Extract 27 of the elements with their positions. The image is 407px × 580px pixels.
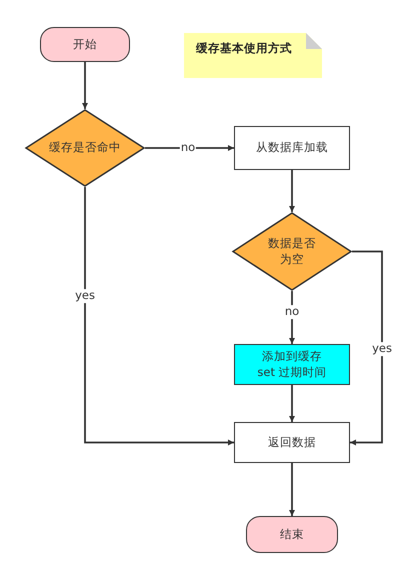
decision-diamond xyxy=(232,212,352,291)
arrow xyxy=(145,145,234,151)
terminal-pill xyxy=(246,516,338,553)
node-label: 从数据库加载 xyxy=(256,140,328,156)
note-card xyxy=(184,33,322,78)
edge-label: no xyxy=(284,305,300,319)
process-box xyxy=(234,126,350,170)
arrow xyxy=(289,291,295,344)
node-label: 缓存是否命中 xyxy=(49,140,121,156)
arrow xyxy=(289,463,295,516)
arrow xyxy=(350,250,383,446)
node-label: 数据是否为空 xyxy=(268,236,316,268)
note-title: 缓存基本使用方式 xyxy=(196,41,292,57)
node-label: 开始 xyxy=(73,36,97,52)
process-box xyxy=(234,344,350,385)
arrow xyxy=(289,385,295,422)
node-label: 添加到缓存 set 过期时间 xyxy=(256,348,328,380)
arrow xyxy=(84,187,234,446)
terminal-pill xyxy=(40,27,130,62)
process-box xyxy=(234,422,350,463)
edge-label: yes xyxy=(371,342,393,356)
arrow xyxy=(289,170,295,212)
decision-diamond xyxy=(25,109,145,187)
node-label: 结束 xyxy=(280,526,304,542)
edge-label: yes xyxy=(74,289,96,303)
arrow xyxy=(82,62,88,109)
node-label: 返回数据 xyxy=(268,434,316,450)
